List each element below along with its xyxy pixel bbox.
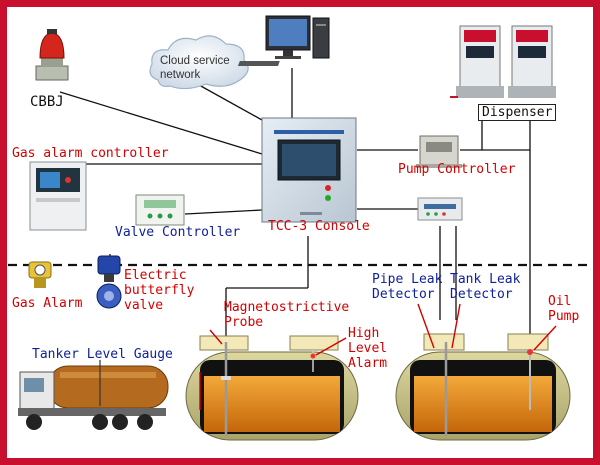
computer-icon	[237, 15, 330, 66]
fuel-dispenser-icon	[450, 25, 556, 98]
cbbj-label: CBBJ	[30, 94, 64, 110]
connection-lines	[59, 68, 531, 410]
valve-controller-icon	[135, 194, 185, 226]
tank-leak-detector-label: Tank Leak Detector	[450, 272, 521, 302]
gas-alarm-label: Gas Alarm	[12, 296, 83, 311]
magnetostrictive-probe-label: Magnetostrictive Probe	[224, 300, 350, 330]
electric-valve-label: Electric butterfly valve	[124, 268, 195, 313]
valve-controller-label: Valve Controller	[115, 225, 241, 240]
tanker-truck-icon	[18, 360, 169, 430]
underground-tank-icon	[395, 333, 571, 441]
high-level-alarm-label: High Level Alarm	[348, 326, 388, 371]
alarm-beacon-icon	[35, 29, 69, 81]
oil-pump-label: Oil Pump	[548, 294, 580, 324]
tanker-level-gauge-label: Tanker Level Gauge	[32, 347, 173, 362]
console-label: TCC-3 Console	[268, 219, 370, 234]
cloud-icon	[149, 35, 249, 90]
gas-controller-icon	[29, 161, 87, 231]
underground-tank-icon	[185, 335, 359, 441]
leak-controller-icon	[417, 197, 463, 221]
pump-controller-icon	[416, 135, 462, 168]
cloud-label: Cloud service network	[160, 55, 230, 81]
butterfly-valve-icon	[96, 255, 122, 309]
pump-controller-label: Pump Controller	[398, 162, 516, 177]
dispenser-label: Dispenser	[478, 104, 557, 121]
gas-alarm-controller-label: Gas alarm controller	[12, 146, 169, 161]
gas-detector-icon	[28, 261, 52, 288]
pipe-leak-detector-label: Pipe Leak Detector	[372, 272, 443, 302]
console-unit-icon	[261, 117, 357, 223]
pointer-arrows	[199, 303, 557, 410]
